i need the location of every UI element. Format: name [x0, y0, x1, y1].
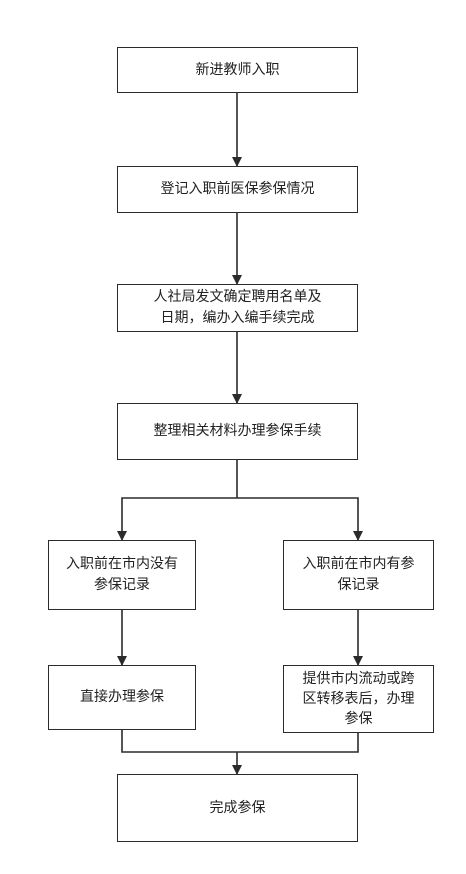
- step-prepare-materials-label: 整理相关材料办理参保手续: [153, 423, 322, 439]
- arrow-materials-to-has-record: [237, 497, 363, 541]
- step-new-teacher-onboarding-label: 新进教师入职: [195, 61, 280, 78]
- connector-direct-merge: [121, 730, 237, 753]
- branch-has-city-record-label: 入职前在市内有参 保记录: [302, 556, 415, 593]
- step-transfer-form-enroll: 提供市内流动或跨 区转移表后，办理 参保: [283, 665, 434, 733]
- step-complete-enrollment-label: 完成参保: [209, 799, 266, 816]
- step-bureau-document: 人社局发文确定聘用名单及 日期，编办入编手续完成: [117, 284, 358, 332]
- step-register-insurance-status: 登记入职前医保参保情况: [117, 166, 358, 213]
- step-bureau-document-label: 人社局发文确定聘用名单及 日期，编办入编手续完成: [153, 289, 322, 326]
- branch-no-city-record: 入职前在市内没有 参保记录: [48, 540, 196, 610]
- step-direct-enroll-label: 直接办理参保: [80, 689, 164, 705]
- arrow-materials-to-no-record: [117, 497, 237, 541]
- branch-no-city-record-label: 入职前在市内没有 参保记录: [66, 556, 178, 593]
- step-prepare-materials: 整理相关材料办理参保手续: [117, 403, 358, 460]
- step-direct-enroll: 直接办理参保: [48, 665, 196, 730]
- connector-transfer-merge: [237, 733, 359, 753]
- step-complete-enrollment: 完成参保: [117, 774, 358, 842]
- step-register-insurance-status-label: 登记入职前医保参保情况: [160, 181, 315, 197]
- step-transfer-form-enroll-label: 提供市内流动或跨 区转移表后，办理 参保: [302, 671, 415, 727]
- branch-has-city-record: 入职前在市内有参 保记录: [283, 540, 434, 610]
- step-new-teacher-onboarding: 新进教师入职: [117, 47, 358, 93]
